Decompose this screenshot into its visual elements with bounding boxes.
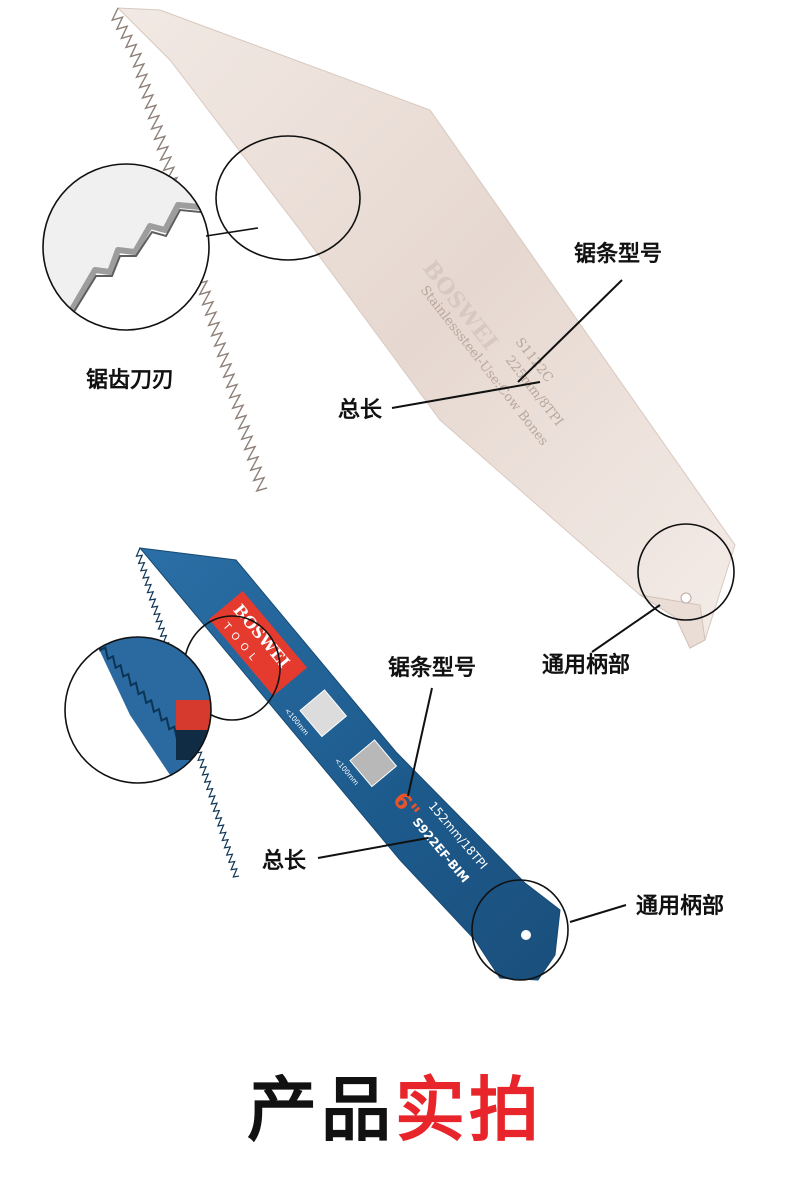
blade2-teeth-zoom	[64, 636, 212, 784]
blade1-teeth-zoom	[42, 163, 259, 331]
blade2-shank-highlight	[471, 879, 569, 981]
blade1-shank-highlight	[637, 523, 735, 621]
title-part-2: 实拍	[395, 1069, 543, 1151]
blade1-teeth-highlight	[215, 135, 361, 261]
blade2-shank-label: 通用柄部	[636, 894, 725, 919]
blade1-length-leader	[391, 381, 541, 409]
page-title: 产品实拍	[0, 1072, 790, 1149]
blade2-model-leader	[407, 687, 433, 797]
blade2-length-label: 总长	[262, 849, 307, 874]
blade1-shank-leader	[591, 604, 661, 653]
blade2-shank-leader	[569, 904, 627, 923]
blade1-shank-label: 通用柄部	[542, 653, 631, 678]
blade1-teeth-label: 锯齿刀刃	[86, 368, 175, 393]
blade2-length-leader	[317, 837, 429, 859]
blade1-length-label: 总长	[338, 398, 383, 423]
blade1-model-leader	[517, 279, 623, 383]
blade2-model-label: 锯条型号	[388, 656, 477, 681]
blade1-model-label: 锯条型号	[574, 242, 663, 267]
title-part-1: 产品	[247, 1069, 395, 1151]
